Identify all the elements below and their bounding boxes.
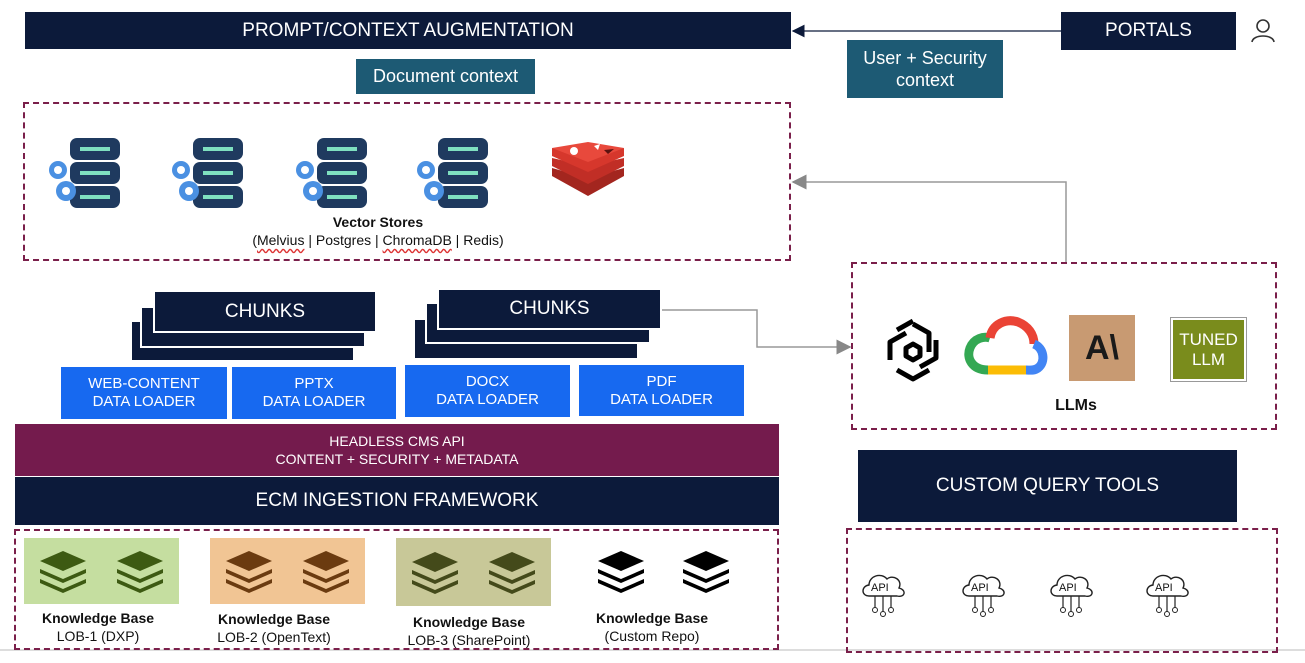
llms-label: LLMs xyxy=(1055,397,1097,414)
layers-icon xyxy=(303,551,350,593)
vector-stores-title: Vector Stores xyxy=(332,214,424,230)
api-label-3: API xyxy=(1059,582,1077,594)
vector-stores-subtitle: (Melvius | Postgres | ChromaDB | Redis) xyxy=(220,231,536,249)
document-context-box: Document context xyxy=(356,59,535,94)
pptx-data-loader: PPTX DATA LOADER xyxy=(232,367,396,419)
loader-1-line2: DATA LOADER xyxy=(92,393,196,410)
ecm-label: ECM INGESTION FRAMEWORK xyxy=(255,490,539,511)
loader-1-line1: WEB-CONTENT xyxy=(88,375,200,392)
tuned-llm-badge: TUNED LLM xyxy=(1170,317,1247,382)
kb-3-label: Knowledge Base LOB-3 (SharePoint) xyxy=(389,613,549,649)
kb-2-sub: LOB-2 (OpenText) xyxy=(217,629,331,645)
kb-1-icon-box xyxy=(24,538,179,604)
portals-label: PORTALS xyxy=(1105,20,1192,41)
kb-3-icon-box xyxy=(396,538,551,606)
chunks-stack-2: CHUNKS xyxy=(413,288,663,360)
api-cloud-icon-2: API xyxy=(957,566,1009,618)
layers-icon xyxy=(117,551,164,593)
kb-3-title: Knowledge Base xyxy=(412,614,526,630)
knowledge-bases-panel xyxy=(14,529,779,650)
kb-4-icon-box xyxy=(578,538,748,604)
kb-3-sub: LOB-3 (SharePoint) xyxy=(407,632,531,648)
kb-1-sub: LOB-1 (DXP) xyxy=(56,628,140,644)
prompt-bar-label: PROMPT/CONTEXT AUGMENTATION xyxy=(242,19,574,41)
cms-line2: CONTENT + SECURITY + METADATA xyxy=(275,451,519,467)
api-label-1: API xyxy=(871,582,889,594)
api-label-4: API xyxy=(1155,582,1173,594)
document-context-label: Document context xyxy=(372,66,519,86)
api-tools-panel xyxy=(846,528,1278,653)
chunks-label-1: CHUNKS xyxy=(224,300,306,322)
loader-2-line2: DATA LOADER xyxy=(262,393,366,410)
layers-icon xyxy=(411,552,458,594)
vs-item-melvius: Melvius xyxy=(256,232,305,248)
ecm-ingestion-framework-bar: ECM INGESTION FRAMEWORK xyxy=(15,477,779,525)
loader-3-line2: DATA LOADER xyxy=(436,391,539,408)
layers-icon xyxy=(39,551,86,593)
api-cloud-icon-1: API xyxy=(857,566,909,618)
vector-db-icon-4 xyxy=(408,128,503,218)
kb-4-title: Knowledge Base xyxy=(595,610,709,626)
tuned-line1: TUNED xyxy=(1179,329,1238,349)
loader-2-line1: PPTX xyxy=(294,375,334,392)
pdf-data-loader: PDF DATA LOADER xyxy=(579,365,744,416)
portals-box: PORTALS xyxy=(1061,12,1236,50)
user-icon xyxy=(1249,16,1277,44)
custom-query-tools-label: CUSTOM QUERY TOOLS xyxy=(935,475,1160,496)
user-security-line2: context xyxy=(895,70,955,90)
vector-stores-panel xyxy=(23,102,791,261)
layers-icon xyxy=(682,551,729,593)
web-content-data-loader: WEB-CONTENT DATA LOADER xyxy=(61,367,227,419)
loader-4-line1: PDF xyxy=(646,372,677,390)
vs-open-paren: ( xyxy=(252,232,257,248)
google-cloud-icon xyxy=(964,314,1048,378)
headless-cms-api-bar: HEADLESS CMS API CONTENT + SECURITY + ME… xyxy=(15,424,779,476)
user-security-context-box: User + Security context xyxy=(847,40,1003,98)
loader-4-line2: DATA LOADER xyxy=(610,390,713,408)
kb-2-icon-box xyxy=(210,538,365,604)
chunks-label-2: CHUNKS xyxy=(509,298,590,319)
anthropic-text: A\ xyxy=(1085,328,1119,367)
prompt-context-augmentation-bar: PROMPT/CONTEXT AUGMENTATION xyxy=(25,12,791,49)
loader-3-line1: DOCX xyxy=(465,373,510,390)
llms-panel xyxy=(851,262,1277,430)
redis-icon xyxy=(548,140,628,200)
kb-2-title: Knowledge Base xyxy=(217,611,331,627)
api-cloud-icon-4: API xyxy=(1141,566,1193,618)
kb-1-title: Knowledge Base xyxy=(41,610,155,626)
openai-icon xyxy=(880,318,946,382)
cms-line1: HEADLESS CMS API xyxy=(329,433,465,449)
kb-2-label: Knowledge Base LOB-2 (OpenText) xyxy=(194,610,354,646)
custom-query-tools-box: CUSTOM QUERY TOOLS xyxy=(858,450,1237,522)
anthropic-icon: A\ xyxy=(1069,315,1135,381)
api-label-2: API xyxy=(971,582,989,594)
vs-item-postgres: | Postgres | xyxy=(304,232,383,248)
docx-data-loader: DOCX DATA LOADER xyxy=(405,365,570,417)
layers-icon xyxy=(597,551,644,593)
kb-4-label: Knowledge Base (Custom Repo) xyxy=(572,609,732,645)
api-cloud-icon-3: API xyxy=(1045,566,1097,618)
vs-item-chromadb: ChromaDB xyxy=(382,232,452,248)
vector-db-icon-2 xyxy=(163,128,258,218)
layers-icon xyxy=(489,552,536,594)
layers-icon xyxy=(225,551,272,593)
vector-db-icon-1 xyxy=(40,128,135,218)
kb-1-label: Knowledge Base LOB-1 (DXP) xyxy=(18,609,178,645)
chunks-stack-1: CHUNKS xyxy=(130,290,380,362)
vs-item-redis: | Redis) xyxy=(451,232,504,248)
tuned-line2: LLM xyxy=(1191,349,1226,369)
kb-4-sub: (Custom Repo) xyxy=(604,628,700,644)
user-security-line1: User + Security xyxy=(863,48,987,68)
vector-db-icon-3 xyxy=(287,128,382,218)
